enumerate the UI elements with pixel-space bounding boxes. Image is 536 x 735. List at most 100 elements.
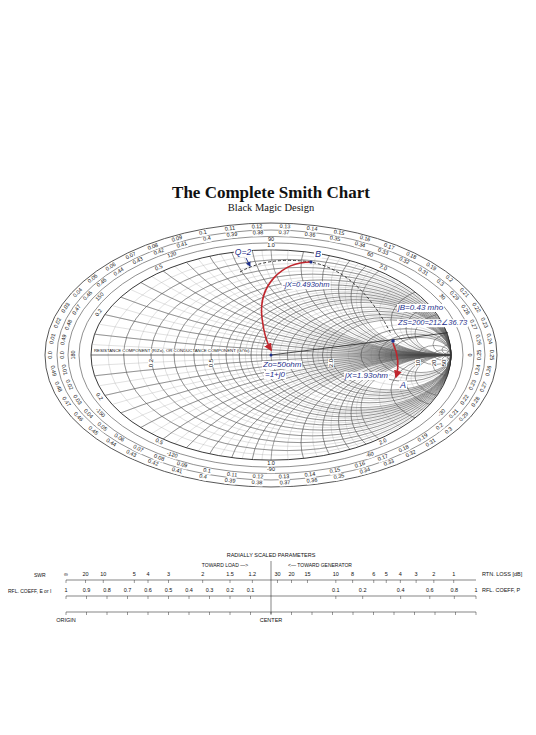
wavelength-number: 0.12 xyxy=(252,224,263,230)
scale-tick xyxy=(476,612,477,615)
scale-tick xyxy=(86,596,87,599)
wavelength-number: 0.3 xyxy=(435,279,444,288)
annotation: jX=1.93ohm xyxy=(344,372,389,380)
scale-number: 0.4 xyxy=(185,588,193,594)
reactance-number: 0.2 xyxy=(95,309,104,318)
wavelength-number: 0.03 xyxy=(61,302,72,314)
reactance-number: 1.0 xyxy=(267,461,275,467)
scale-name: SWR xyxy=(34,573,46,578)
scale-number: 3 xyxy=(167,572,170,578)
angle-number: -150 xyxy=(94,407,106,419)
reactance-arc xyxy=(391,285,511,355)
reactance-arc xyxy=(211,75,536,355)
scale-tick xyxy=(230,612,231,615)
reactance-arc xyxy=(1,355,536,735)
angle-number: -60 xyxy=(365,451,374,459)
scale-number: 0.6 xyxy=(144,588,152,594)
reactance-arc xyxy=(194,55,536,355)
angle-number: -120 xyxy=(166,451,178,460)
scale-number: 0.8 xyxy=(451,588,459,594)
scale-number: 20 xyxy=(288,572,294,578)
scale-number: 3 xyxy=(415,572,418,578)
center-line xyxy=(271,561,272,614)
wavelength-number: 0.1 xyxy=(199,229,208,236)
wavelength-number: 0.35 xyxy=(330,235,342,242)
wavelength-number: 0.39 xyxy=(226,232,237,239)
wavelength-number: 0.33 xyxy=(383,459,395,468)
scale-name: CENTER xyxy=(260,618,283,624)
wavelength-number: 0.32 xyxy=(405,449,417,459)
reactance-arc xyxy=(400,355,503,415)
scale-tick xyxy=(435,612,436,615)
reactance-arc xyxy=(194,355,536,655)
wavelength-number: 0.02 xyxy=(53,317,62,329)
scale-tick xyxy=(353,612,354,615)
scale-tick xyxy=(332,612,333,615)
wavelength-number: 0.33 xyxy=(377,248,389,257)
wavelength-number: 0.37 xyxy=(279,480,290,486)
scale-tick xyxy=(373,612,374,615)
scale-number: 0.2 xyxy=(226,588,234,594)
reactance-arc xyxy=(391,355,511,425)
wavelength-number: 0.25 xyxy=(488,350,494,361)
scale-tick xyxy=(352,580,353,583)
reactance-arc xyxy=(1,355,536,735)
reactance-arc xyxy=(0,0,536,355)
scale-number: 5 xyxy=(385,572,388,578)
scale-number: 0.1 xyxy=(247,588,255,594)
scale-tick xyxy=(103,580,104,583)
scale-ring xyxy=(57,230,485,480)
reactance-arc xyxy=(287,355,536,546)
reactance-arc xyxy=(322,205,536,355)
annotation: ZS=200=212∠36.73 xyxy=(397,319,468,327)
reactance-arc xyxy=(301,180,536,355)
annotation: =1+j0 xyxy=(264,371,286,379)
scale-tick xyxy=(400,596,401,599)
wavelength-number: 0.49 xyxy=(49,365,57,377)
point-label: B xyxy=(314,250,322,259)
wavelength-number: 0.04 xyxy=(83,408,94,420)
scale-tick xyxy=(250,596,251,599)
wavelength-number: 0.26 xyxy=(474,334,482,346)
scale-number: 1.5 xyxy=(226,572,234,578)
reactance-arc xyxy=(239,108,536,355)
scale-tick xyxy=(189,612,190,615)
wavelength-number: 0.49 xyxy=(60,334,68,346)
reactance-arc xyxy=(406,355,496,408)
reactance-number: 0.2 xyxy=(95,392,104,401)
reactance-number: 0.5 xyxy=(155,438,164,446)
scale-tick xyxy=(312,612,313,615)
wavelength-number: 0.0 xyxy=(48,351,54,359)
wavelength-number: 0.13 xyxy=(279,224,290,230)
scale-number: 10 xyxy=(100,572,106,578)
scale-direction: <— TOWARD GENERATOR xyxy=(288,563,352,568)
scale-tick xyxy=(127,596,128,599)
wavelength-number: 0.37 xyxy=(279,231,290,237)
scale-direction: TOWARD LOAD —> xyxy=(202,563,248,568)
wavelength-number: 0.12 xyxy=(252,474,263,480)
reactance-arc xyxy=(301,355,536,530)
wavelength-number: 0.41 xyxy=(176,241,188,249)
wavelength-number: 0.21 xyxy=(458,287,469,299)
reactance-arc xyxy=(0,0,536,355)
reactance-arc xyxy=(0,0,536,355)
scale-number: 0.7 xyxy=(124,588,132,594)
scale-number: 1 xyxy=(452,572,455,578)
subtitle: Black Magic Design xyxy=(228,203,314,214)
scale-tick xyxy=(168,612,169,615)
reactance-arc xyxy=(91,355,536,735)
reactance-arc xyxy=(0,0,536,355)
wavelength-number: 0.2 xyxy=(435,422,444,431)
wavelength-number: 0.01 xyxy=(49,333,57,345)
center-point xyxy=(270,354,273,357)
reactance-arc xyxy=(271,355,536,565)
scale-tick xyxy=(386,580,387,583)
reactance-arc xyxy=(211,355,536,635)
scale-number: 0.6 xyxy=(426,588,434,594)
reactance-arc xyxy=(339,224,536,355)
annotation: Zo=50ohm xyxy=(262,361,302,369)
wavelength-number: 0.05 xyxy=(96,421,108,432)
wavelength-number: 0.01 xyxy=(60,364,68,376)
